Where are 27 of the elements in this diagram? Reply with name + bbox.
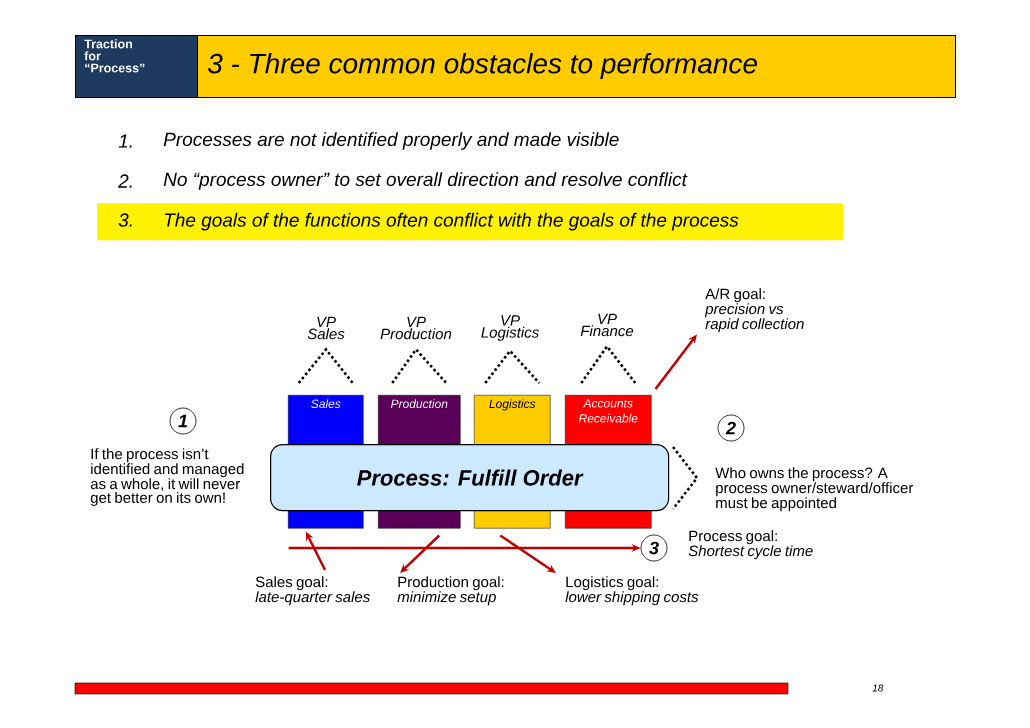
header-badge: Traction for “Process” [75, 35, 198, 98]
arrow [400, 534, 441, 573]
goal-text: Logistics goal: lower shipping costs [565, 576, 699, 606]
process-box: Process: Fulfill Order [270, 444, 670, 512]
list-number: 1. [118, 134, 132, 148]
highlighted-item: 3. The goals of the functions often conflict with the goals of the process [97, 203, 844, 241]
title-band: 3 - Three common obstacles to performance [197, 35, 956, 98]
role-label: VP Logistics [481, 315, 539, 341]
dotted-chevron [391, 347, 448, 384]
goal-text: A/R goal: precision vs rapid collection [704, 288, 804, 333]
dotted-chevron [484, 348, 541, 384]
dotted-chevron [297, 347, 354, 384]
role-label: VP Finance [580, 313, 634, 337]
page-number: 18 [872, 684, 884, 692]
note-text: Process goal: Shortest cycle time [688, 530, 813, 560]
callout-number: 1 [169, 407, 197, 435]
note-text: If the process isn’t identified and managed as a whole, it will never get better on its own! [90, 448, 244, 506]
callout-number: 2 [717, 414, 745, 442]
role-label: VP Production [380, 316, 452, 340]
role-label: VP Sales [307, 316, 345, 340]
list-item: Processes are not identified properly and made visible [163, 132, 619, 150]
goal-text: Sales goal: late-quarter sales [255, 576, 370, 606]
dotted-chevron [580, 344, 637, 384]
note-text: Who owns the process? A process owner/steward/officer must be appointed [715, 467, 914, 512]
arrow [499, 534, 556, 573]
goal-text: Production goal: minimize setup [397, 576, 504, 606]
callout-number: 3 [640, 534, 668, 562]
